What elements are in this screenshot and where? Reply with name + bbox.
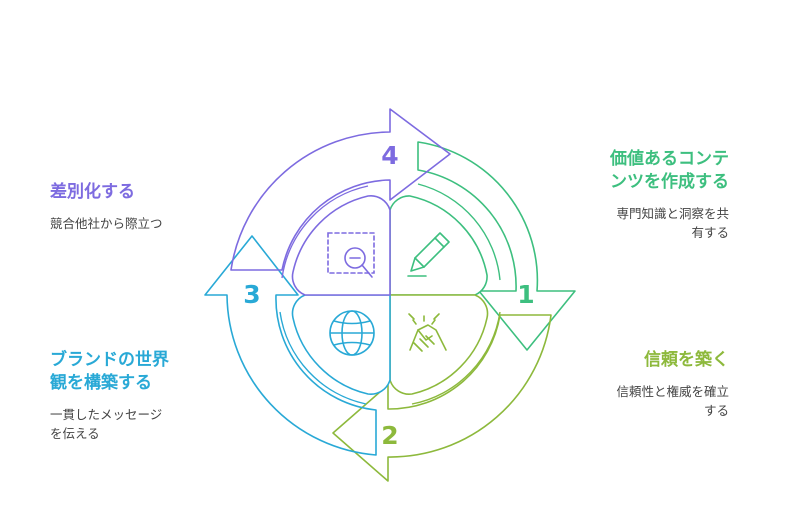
step-3-label: ブランドの世界 観を構築する 一貫したメッセージ を伝える xyxy=(50,349,169,443)
step-1-title: 価値あるコンテ ンツを作成する xyxy=(610,149,729,192)
step-3-title: ブランドの世界 観を構築する xyxy=(50,350,169,393)
globe-icon xyxy=(329,310,375,356)
step-2-description: 信頼性と権威を確立 する xyxy=(616,384,729,418)
step-1-arrow xyxy=(417,141,576,351)
step-4-description: 競合他社から際立つ xyxy=(50,216,163,231)
step-2-label: 信頼を築く 信頼性と権威を確立 する xyxy=(616,349,729,420)
inner-band-purple xyxy=(281,185,369,279)
step-4-arrow xyxy=(230,108,451,271)
step-3-description: 一貫したメッセージ を伝える xyxy=(50,407,163,441)
inner-band-lime xyxy=(411,311,501,405)
quadrant-bottom-left xyxy=(291,294,391,395)
inner-band-green xyxy=(417,183,501,281)
step-2-title: 信頼を築く xyxy=(644,350,729,370)
quadrant-bottom-right xyxy=(389,294,489,395)
step-1-description: 専門知識と洞察を共 有する xyxy=(616,206,729,240)
quadrant-top-left xyxy=(291,195,391,296)
step-3-arrow xyxy=(204,235,377,456)
inner-band-blue xyxy=(279,311,367,405)
step-4-number: 4 xyxy=(381,141,398,170)
step-1-label: 価値あるコンテ ンツを作成する 専門知識と洞察を共 有する xyxy=(610,148,729,242)
handshake-icon xyxy=(408,313,447,352)
step-2-arrow xyxy=(332,314,552,482)
quadrant-top-right xyxy=(389,195,488,296)
step-1-number: 1 xyxy=(517,280,534,309)
step-4-title: 差別化する xyxy=(50,182,135,202)
step-4-label: 差別化する 競合他社から際立つ xyxy=(50,181,163,233)
magnifier-icon xyxy=(327,232,375,278)
step-3-number: 3 xyxy=(243,280,260,309)
step-2-number: 2 xyxy=(381,421,398,450)
pen-icon xyxy=(407,232,450,277)
